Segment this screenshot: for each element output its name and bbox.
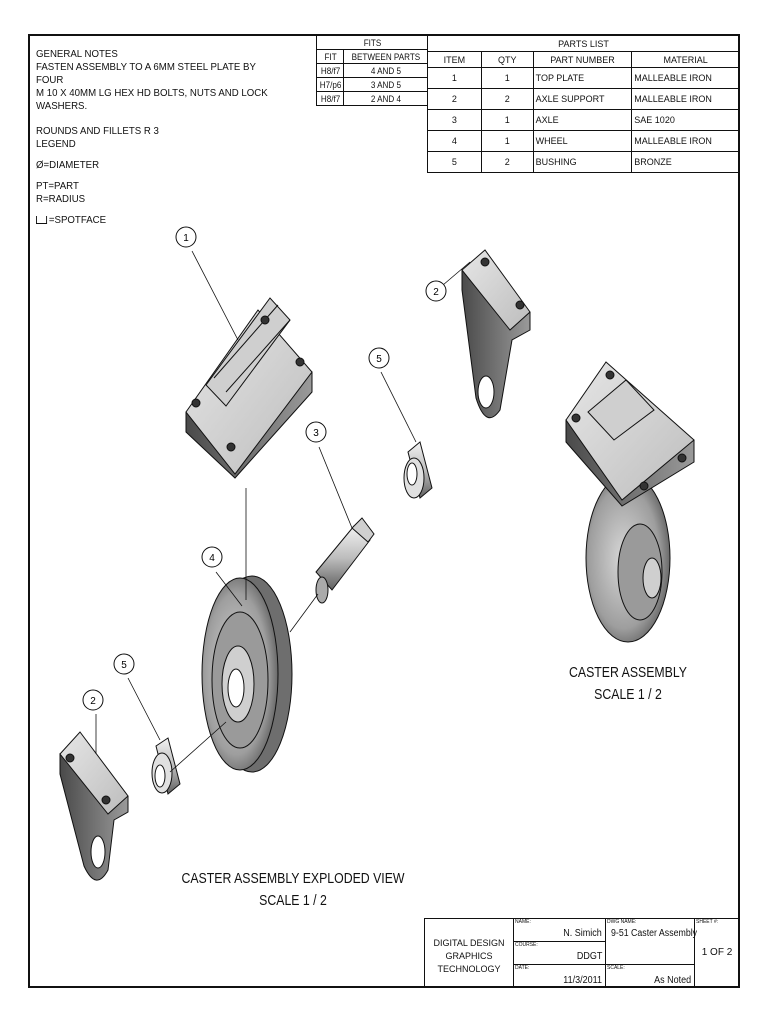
balloon-item-5: 5 xyxy=(121,660,127,671)
title-block-sheet: SHEET #: 1 OF 2 xyxy=(695,919,739,988)
title-block-date: DATE: 11/3/2011 xyxy=(514,965,606,988)
notes-title: GENERAL NOTES xyxy=(36,48,118,60)
balloon-item-2: 2 xyxy=(433,287,439,298)
balloon-item-5: 5 xyxy=(376,354,382,365)
bushing-part-upper xyxy=(403,441,433,499)
spotface-icon xyxy=(36,216,48,225)
notes-line-3: WASHERS. xyxy=(36,100,88,112)
dwg-name-value: 9-51 Caster Assembly xyxy=(611,928,698,939)
exploded-caption: CASTER ASSEMBLY EXPLODED VIEW SCALE 1 / … xyxy=(174,868,412,912)
assembly-scale: SCALE 1 / 2 xyxy=(594,686,662,703)
notes-line-1: FASTEN ASSEMBLY TO A 6MM STEEL PLATE BY … xyxy=(36,61,256,86)
axle-support-part-lower xyxy=(59,731,129,881)
exploded-scale: SCALE 1 / 2 xyxy=(259,892,327,909)
org-line-2: GRAPHICS TECHNOLOGY xyxy=(437,951,501,974)
assembly-title: CASTER ASSEMBLY xyxy=(568,664,688,681)
exploded-title: CASTER ASSEMBLY EXPLODED VIEW xyxy=(181,870,405,887)
org-line-1: DIGITAL DESIGN xyxy=(433,938,505,948)
axle-support-part-upper xyxy=(461,249,531,419)
title-block-dwg-name: DWG NAME: 9-51 Caster Assembly xyxy=(606,919,698,965)
title-block-scale: SCALE: As Noted xyxy=(606,965,695,988)
balloon-item-3: 3 xyxy=(313,428,319,439)
balloon-item-1: 1 xyxy=(183,233,189,244)
title-block-name: NAME: N. Simich xyxy=(514,919,606,942)
balloon-item-4: 4 xyxy=(209,553,215,564)
title-block: DIGITAL DESIGN GRAPHICS TECHNOLOGY NAME:… xyxy=(424,918,740,988)
title-block-course: COURSE: DDGT xyxy=(514,942,606,965)
legend-spotface: =SPOTFACE xyxy=(36,214,284,227)
top-plate-part xyxy=(185,297,313,479)
balloon-item-2: 2 xyxy=(90,696,96,707)
sheet-value: 1 OF 2 xyxy=(701,947,733,958)
scale-value: As Noted xyxy=(653,975,691,986)
legend-radius: R=RADIUS xyxy=(36,193,86,205)
axle-part xyxy=(315,517,375,604)
course-value: DDGT xyxy=(576,951,602,962)
drafter-name: N. Simich xyxy=(563,928,602,939)
general-notes: GENERAL NOTES FASTEN ASSEMBLY TO A 6MM S… xyxy=(36,48,284,227)
bushing-part-lower xyxy=(151,737,181,795)
legend-part: PT=PART xyxy=(36,180,79,192)
notes-legend: LEGEND xyxy=(36,138,76,150)
legend-diameter: Ø=DIAMETER xyxy=(36,159,100,171)
date-value: 11/3/2011 xyxy=(563,975,602,986)
leader-lines xyxy=(95,250,471,773)
title-block-org: DIGITAL DESIGN GRAPHICS TECHNOLOGY xyxy=(425,919,514,988)
caster-assembly-part xyxy=(565,361,695,643)
item-balloons: 1 2 5 3 4 5 2 xyxy=(82,226,447,711)
assembly-caption: CASTER ASSEMBLY SCALE 1 / 2 xyxy=(562,662,693,706)
notes-line-2: M 10 X 40MM LG HEX HD BOLTS, NUTS AND LO… xyxy=(36,87,268,99)
notes-rounds: ROUNDS AND FILLETS R 3 xyxy=(36,125,159,137)
wheel-part xyxy=(201,575,293,773)
